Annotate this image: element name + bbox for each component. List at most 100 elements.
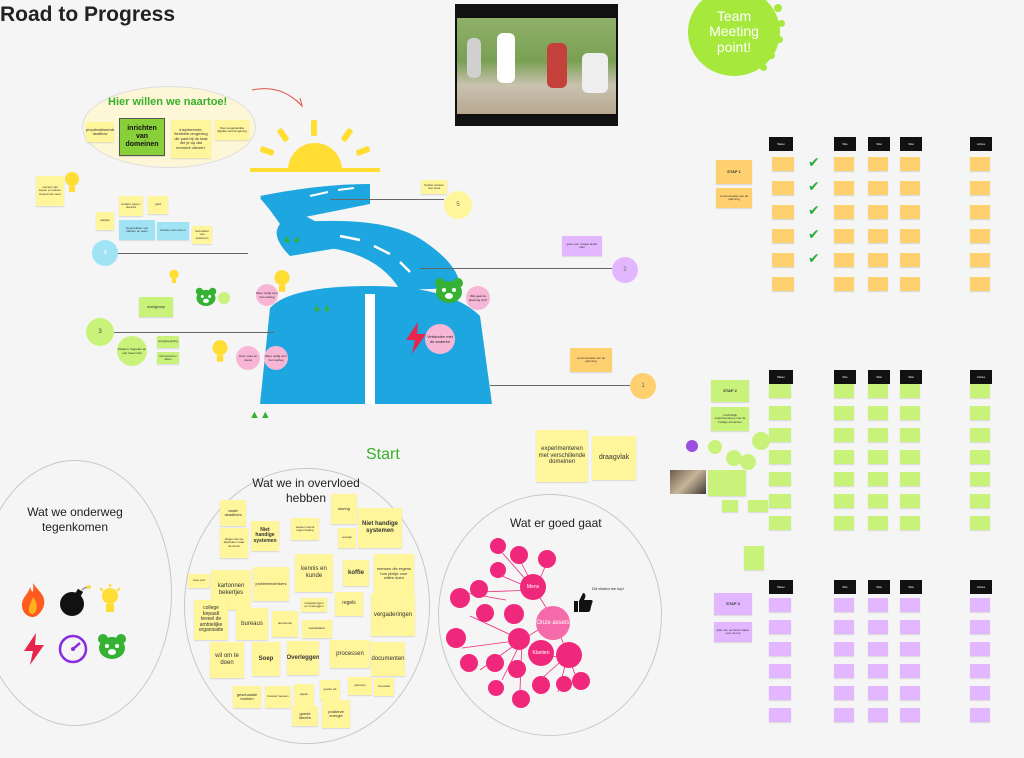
table-cell[interactable] (900, 277, 920, 291)
overvloed-note[interactable]: werkplekken (302, 620, 332, 638)
table-cell[interactable] (769, 494, 791, 508)
table-cell[interactable] (970, 384, 990, 398)
table-cell[interactable] (868, 642, 888, 656)
table-cell[interactable] (868, 181, 888, 195)
mindmap-node[interactable] (470, 580, 488, 598)
table-cell[interactable] (769, 598, 791, 612)
sticky-note[interactable]: Gebruiken van systemen (192, 226, 212, 244)
sticky-note[interactable]: inrichten van domeinen (119, 118, 165, 156)
table-cell[interactable] (834, 708, 854, 722)
step-marker[interactable]: 2 (612, 257, 638, 283)
table-cell[interactable] (868, 664, 888, 678)
table-cell[interactable] (769, 516, 791, 530)
sticky-note[interactable]: doelgroep (139, 297, 173, 317)
mindmap-node[interactable]: Mens (520, 574, 546, 600)
pink-bubble[interactable]: Meer nodig voor het overleg (256, 284, 278, 306)
table-cell[interactable] (772, 253, 794, 267)
table-cell[interactable] (834, 428, 854, 442)
green-bubble[interactable] (752, 432, 770, 450)
table-cell[interactable] (900, 620, 920, 634)
table-cell[interactable] (970, 253, 990, 267)
table-cell[interactable] (834, 181, 854, 195)
overvloed-note[interactable]: planners (348, 677, 372, 695)
overvloed-note[interactable]: vergaderingen (371, 594, 415, 636)
table-cell[interactable] (900, 253, 920, 267)
step-marker[interactable]: 1 (630, 373, 656, 399)
table-cell[interactable] (834, 686, 854, 700)
sticky-note[interactable]: mensen zijn kopen en tussen simpel niet … (36, 176, 64, 206)
table-cell[interactable] (772, 229, 794, 243)
mindmap-node[interactable] (446, 628, 466, 648)
table-cell[interactable] (868, 205, 888, 219)
table-cell[interactable] (970, 181, 990, 195)
overvloed-note[interactable]: dingen die we afspreken maar niet doen (220, 528, 248, 558)
table-cell[interactable] (868, 516, 888, 530)
table-cell[interactable] (772, 205, 794, 219)
table-cell[interactable] (834, 516, 854, 530)
mindmap-node[interactable] (486, 654, 504, 672)
table-cell[interactable] (900, 598, 920, 612)
table-cell[interactable] (834, 384, 854, 398)
overvloed-note[interactable]: energie (338, 528, 356, 548)
pink-bubble[interactable]: Oud, moet en nieuw (236, 346, 260, 370)
table-cell[interactable] (900, 472, 920, 486)
overvloed-note[interactable]: documenten (371, 642, 405, 676)
table-cell[interactable] (834, 494, 854, 508)
table-cell[interactable] (868, 157, 888, 171)
table-cell[interactable] (834, 620, 854, 634)
sticky-note[interactable]: Inspirerende, flexibele omgeving die pas… (171, 120, 211, 158)
table-cell[interactable] (970, 277, 990, 291)
table-cell[interactable] (868, 620, 888, 634)
mindmap-node[interactable] (538, 550, 556, 568)
overvloed-note[interactable]: doorsturen (272, 611, 298, 637)
table-cell[interactable] (900, 516, 920, 530)
sticky-note[interactable]: andere types / devices (119, 196, 143, 216)
table-cell[interactable] (868, 450, 888, 464)
table-cell[interactable] (769, 708, 791, 722)
table-cell[interactable] (970, 450, 990, 464)
overvloed-area[interactable] (184, 468, 430, 744)
table-cell[interactable] (769, 406, 791, 420)
sticky-note[interactable]: terugkoppeling (157, 336, 179, 348)
overvloed-note[interactable]: Overleggen (287, 641, 319, 675)
sticky-note[interactable]: Snel-toegankelijke digitale werkomgeving (215, 120, 249, 140)
photo-thumbnail[interactable] (670, 470, 706, 494)
mindmap-node[interactable] (510, 546, 528, 564)
table-cell[interactable] (772, 181, 794, 195)
table-cell[interactable] (970, 406, 990, 420)
table-cell[interactable] (900, 664, 920, 678)
overvloed-note[interactable]: college bepaalt teveel de ambtelijke org… (194, 600, 228, 640)
table-cell[interactable] (769, 620, 791, 634)
green-bubble[interactable] (708, 440, 722, 454)
table-cell[interactable] (900, 450, 920, 464)
table-cell[interactable] (868, 598, 888, 612)
table-cell[interactable] (900, 428, 920, 442)
table-cell[interactable] (900, 384, 920, 398)
sticky-note[interactable]: Denken aan scrum (157, 222, 189, 240)
stap-label[interactable]: STAP 3 (714, 593, 752, 615)
mindmap-node[interactable]: Klanten (528, 640, 554, 666)
table-cell[interactable] (900, 229, 920, 243)
table-cell[interactable] (834, 664, 854, 678)
mindmap-node[interactable] (572, 672, 590, 690)
sticky-note[interactable]: Gesprekken met klanten en team (119, 220, 155, 240)
overvloed-note[interactable]: werken vanuit eigen belang (291, 518, 319, 540)
table-cell[interactable] (769, 642, 791, 656)
table-cell[interactable] (970, 157, 990, 171)
mindmap-node[interactable] (532, 676, 550, 694)
sticky-note[interactable]: communicatie van de planning (570, 348, 612, 372)
overvloed-note[interactable]: Niet handige systemen (251, 521, 279, 551)
table-cell[interactable] (970, 494, 990, 508)
table-cell[interactable] (769, 450, 791, 464)
overvloed-note[interactable]: processen (330, 640, 370, 668)
sticky-note[interactable] (722, 500, 738, 512)
overvloed-note[interactable]: wil om te doen (210, 642, 244, 678)
overvloed-note[interactable]: geschaalde boeken (233, 686, 261, 708)
sticky-note[interactable] (748, 500, 768, 512)
overvloed-note[interactable]: positieve energie (322, 700, 350, 728)
overvloed-note[interactable]: goede wil (320, 680, 340, 700)
table-cell[interactable] (868, 406, 888, 420)
stap-sub[interactable]: Inzichtelijk experimenteren met de huidi… (711, 407, 749, 431)
step-marker[interactable]: 4 (92, 240, 118, 266)
table-cell[interactable] (868, 428, 888, 442)
